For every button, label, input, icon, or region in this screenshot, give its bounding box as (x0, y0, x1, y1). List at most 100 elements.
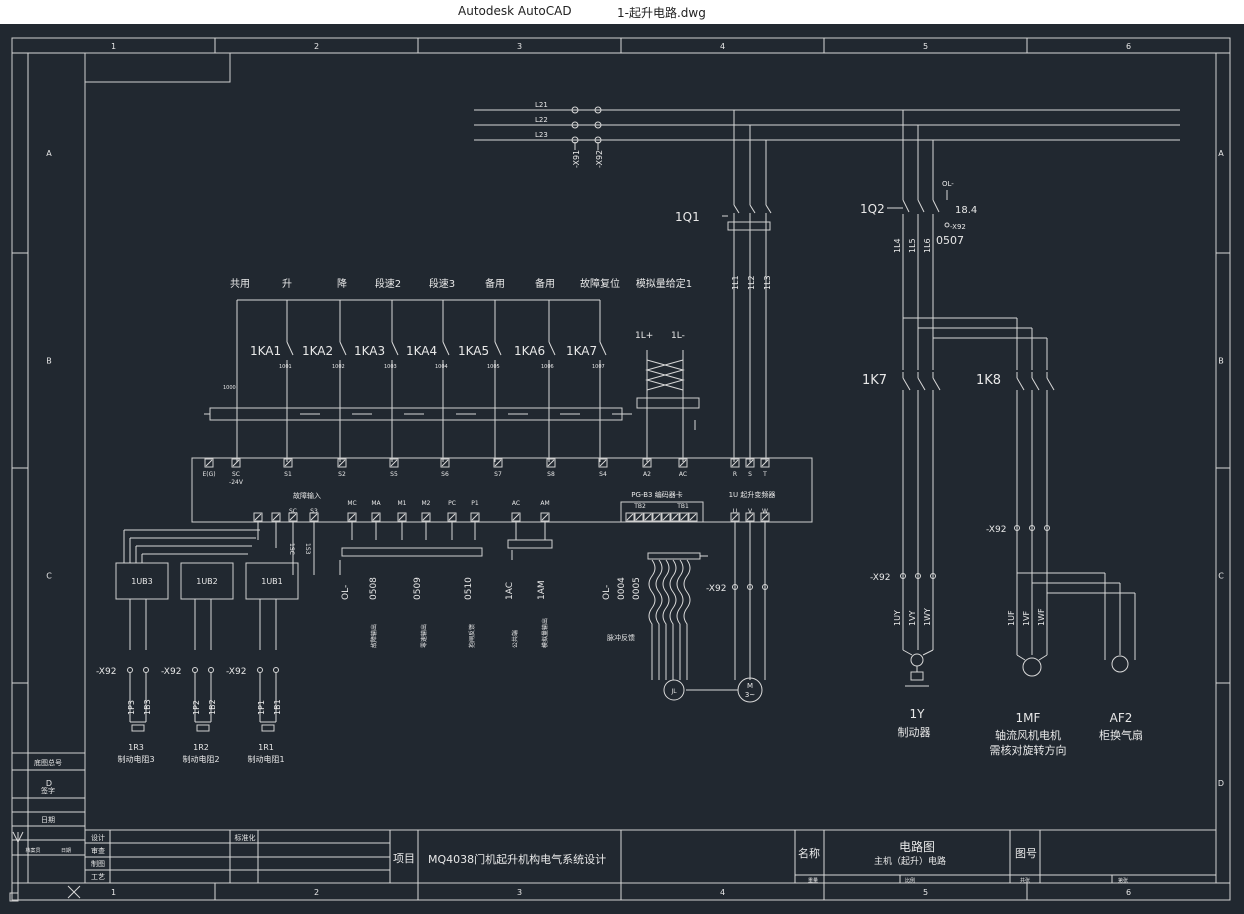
uvw-label: U (733, 508, 737, 515)
terminal-box (745, 512, 755, 522)
tb-name1: 电路图 (899, 839, 935, 854)
resistor (131, 724, 145, 732)
terminal-slash (547, 459, 555, 467)
relay-contact (494, 341, 502, 356)
input-label: 升 (282, 278, 292, 290)
motor-x92-dot (732, 584, 738, 590)
side-wire-label: 1S3 (304, 543, 311, 555)
terminal-slash (731, 513, 739, 521)
q1-contact (765, 204, 772, 214)
col-label-top: 2 (314, 42, 319, 51)
ol-dot (944, 222, 950, 228)
inverter-top-label: S5 (390, 471, 398, 478)
left-block-label: 签字 (41, 786, 55, 795)
braking-unit-label: 1UB2 (196, 577, 218, 586)
terminal-box (337, 458, 347, 468)
out-label: 公共端 (511, 630, 519, 648)
af2-motor (1111, 655, 1129, 673)
terminal-slash (746, 513, 754, 521)
encoder (663, 679, 685, 701)
file-title: 1-起升电路.dwg (617, 6, 706, 20)
terminal-box (204, 458, 214, 468)
inverter-top-label: S1 (284, 471, 292, 478)
terminal-slash (398, 513, 406, 521)
k7-wire-label: 1UY (893, 610, 902, 626)
resistor-b-label: 1B2 (208, 699, 217, 715)
k8-contact (1031, 377, 1040, 391)
terminal-box (730, 512, 740, 522)
k7-x92-label: -X92 (870, 573, 890, 583)
terminal-box (642, 458, 652, 468)
terminal-box (347, 512, 357, 522)
inverter-top-label: S6 (441, 471, 449, 478)
relay-wire-num: 1004 (435, 364, 448, 370)
terminal-slash (441, 459, 449, 467)
encoder-label: JL (670, 688, 677, 695)
af2-dev: AF2 (1110, 711, 1133, 725)
bus-terminal-label: -X91 (572, 150, 581, 168)
uvw-label: W (762, 508, 768, 515)
left-block-label: 日期 (41, 816, 55, 824)
terminal-slash (272, 513, 280, 521)
col-label-bottom: 5 (923, 888, 928, 897)
relay-label: 1KA6 (514, 344, 545, 358)
inverter-out-terminal (347, 512, 357, 522)
relay-contact (599, 341, 607, 356)
inverter-b-terminal (309, 512, 319, 522)
resistor-b-label: 1B1 (273, 699, 282, 715)
bus-terminal (594, 121, 602, 129)
k8-wire-label: 1WF (1037, 608, 1046, 626)
q1-contact (749, 204, 756, 214)
terminal-slash (390, 459, 398, 467)
out-term-label: AM (540, 500, 549, 507)
inverter-top-label: AC (679, 471, 687, 478)
inverter-top-label: R (733, 471, 737, 478)
tb-name2: 主机（起升）电路 (874, 855, 946, 867)
b-term-label: S3 (310, 508, 318, 515)
out-wire-label: OL- (602, 585, 612, 600)
analog-label: 1L- (671, 331, 685, 341)
braking-unit (245, 562, 299, 600)
pg-terminal (661, 512, 671, 522)
terminal-box (670, 512, 680, 522)
bus-label: L21 (535, 101, 548, 109)
out-wire-label: 1AC (505, 582, 515, 600)
left-block-label: 底图总号 (34, 758, 62, 767)
braking-unit-label: 1UB1 (261, 577, 283, 586)
k8-label: 1K8 (976, 373, 1001, 388)
k8-wire-label: 1VF (1022, 610, 1031, 626)
fan-desc1: 轴流风机电机 (995, 728, 1061, 742)
main-wire-label: 1L2 (747, 275, 756, 290)
terminal-slash (599, 459, 607, 467)
inverter-top-label: T (762, 471, 767, 478)
pg-terminal (634, 512, 644, 522)
encoder-wire (676, 559, 684, 680)
terminal-box (760, 458, 770, 468)
tb-name-label: 名称 (798, 846, 820, 860)
title-bar: Autodesk AutoCAD 1-起升电路.dwg (0, 0, 1244, 24)
inverter-top-label: S7 (494, 471, 502, 478)
out-wire-label: 0005 (632, 577, 642, 600)
tb-project: MQ4038门机起升机构电气系统设计 (428, 852, 606, 866)
row-label-left: A (46, 149, 52, 158)
row-label-left: D (46, 779, 52, 788)
terminal-slash (448, 513, 456, 521)
k7-label: 1K7 (862, 373, 887, 388)
brake-wire (922, 649, 934, 656)
pg-terminal (643, 512, 653, 522)
uvw-terminal (760, 512, 770, 522)
uvw-label: V (748, 508, 753, 515)
terminal-box (634, 512, 644, 522)
fan-wire (1016, 654, 1026, 661)
inverter-top-terminal (642, 458, 652, 468)
brake-wire-label: 1L4 (893, 238, 902, 253)
terminal-slash (689, 513, 697, 521)
terminal-slash (372, 513, 380, 521)
inverter-top-label: S (748, 471, 752, 478)
tb-bottom: 共张 (1020, 877, 1030, 884)
q2-wire: 0507 (936, 234, 964, 247)
resistor-x92-dot (208, 667, 214, 673)
inverter-out-terminal (540, 512, 550, 522)
tb-bottom: 比例 (905, 877, 915, 884)
